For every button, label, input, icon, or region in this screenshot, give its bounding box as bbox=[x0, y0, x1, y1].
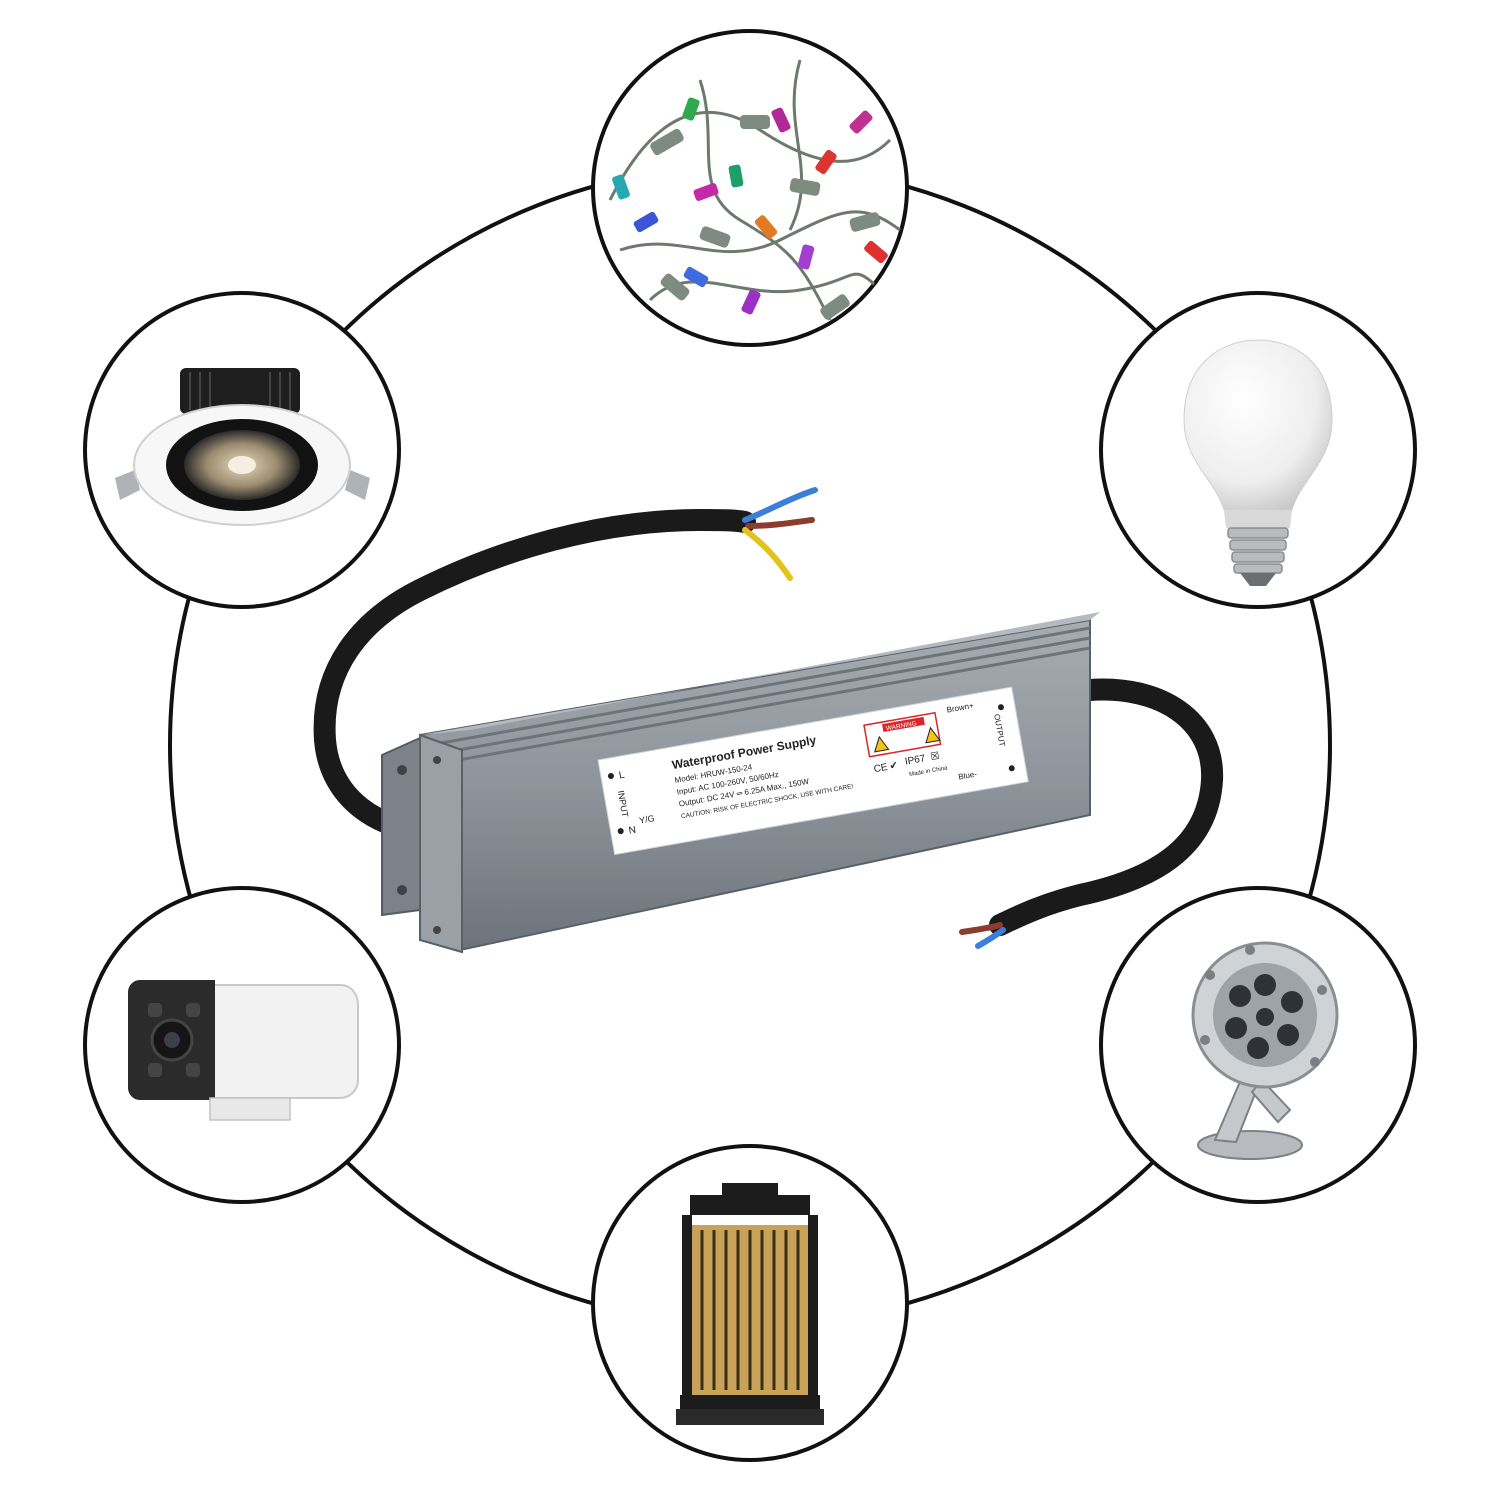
label-n: N bbox=[628, 825, 637, 837]
product-label: L N INPUT Y/G Waterproof Power Supply Mo… bbox=[597, 686, 1029, 856]
app-circle-light-bulb bbox=[1099, 291, 1417, 609]
security-camera-icon bbox=[128, 980, 359, 1121]
underwater-spotlight-icon bbox=[1191, 941, 1339, 1160]
app-circle-downlight bbox=[83, 291, 401, 609]
app-circle-underwater-spotlight bbox=[1099, 886, 1417, 1204]
label-blue: Blue- bbox=[958, 769, 978, 781]
downlight-icon bbox=[115, 368, 370, 526]
string-lights-icon bbox=[608, 59, 901, 321]
input-wires bbox=[742, 487, 818, 581]
housing-end-cap bbox=[419, 733, 463, 954]
warning-triangle-icon bbox=[925, 726, 941, 744]
light-bulb-icon bbox=[1183, 339, 1333, 586]
check-icon: ✔ bbox=[889, 760, 899, 772]
garden-lantern-icon bbox=[676, 1183, 824, 1425]
warning-triangle-icon bbox=[874, 735, 890, 753]
app-circle-garden-lantern bbox=[591, 1144, 909, 1462]
app-circle-string-lights bbox=[591, 29, 909, 347]
label-yg: Y/G bbox=[638, 813, 655, 826]
bin-icon: ☒ bbox=[930, 751, 941, 763]
output-cable bbox=[989, 678, 1224, 936]
app-circle-security-camera bbox=[83, 886, 401, 1204]
label-ip: IP67 bbox=[904, 753, 927, 767]
label-l: L bbox=[618, 770, 626, 782]
input-cable bbox=[313, 508, 756, 843]
output-wires bbox=[959, 922, 1006, 949]
label-ce: CE bbox=[873, 762, 889, 775]
label-input-side: INPUT bbox=[616, 790, 631, 819]
power-supply: L N INPUT Y/G Waterproof Power Supply Mo… bbox=[313, 487, 1224, 954]
